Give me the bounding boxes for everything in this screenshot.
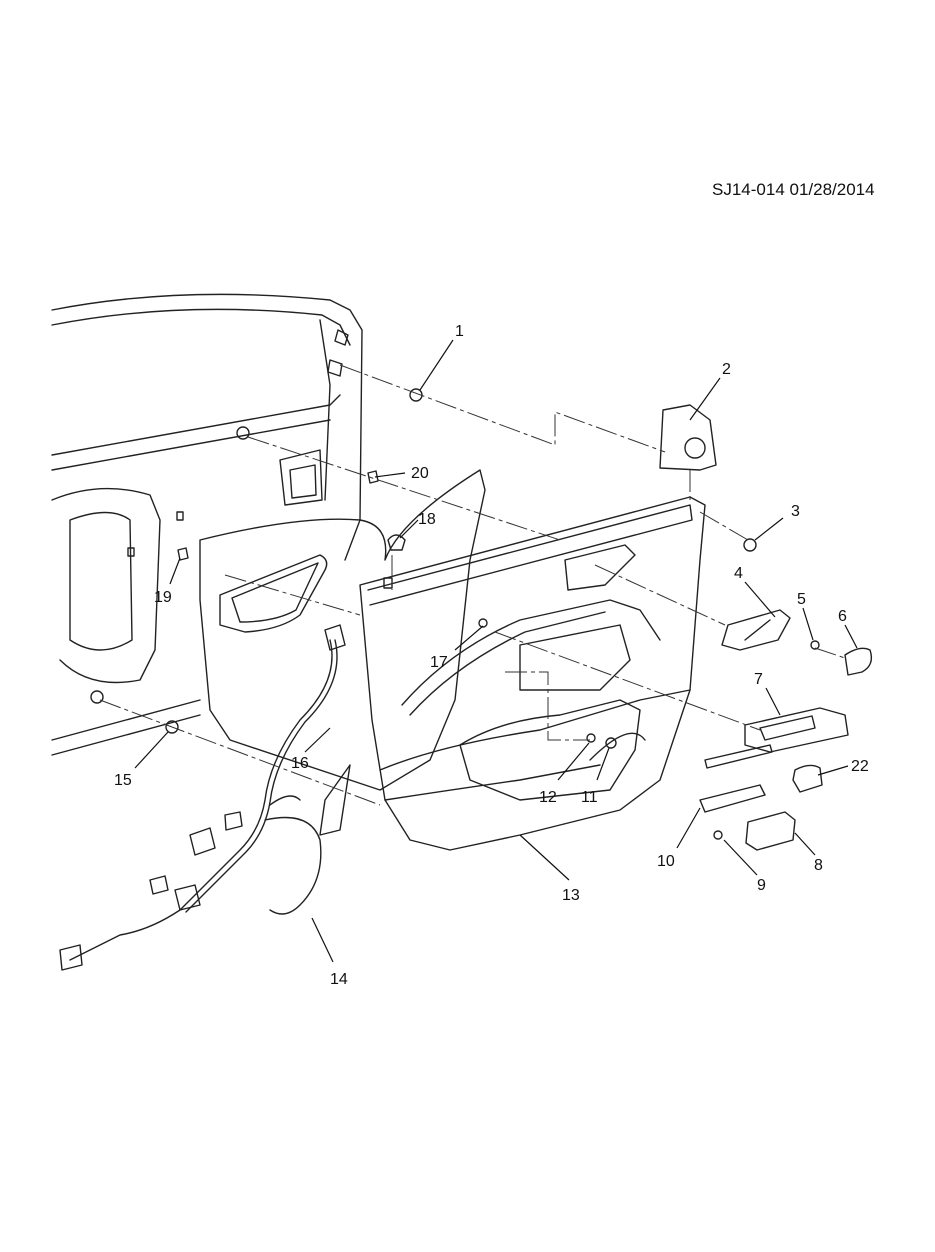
fastener-3-shape	[743, 538, 757, 552]
mirror-patch	[659, 404, 717, 471]
fastener-19-shape	[177, 547, 189, 561]
fastener-12-shape	[586, 733, 596, 743]
switch-bezel-opening	[759, 715, 816, 741]
callout-8: 8	[814, 857, 823, 874]
fastener-11-shape	[605, 737, 617, 749]
callout-18: 18	[418, 511, 436, 528]
callout-10: 10	[657, 853, 675, 870]
fastener-18-shape	[387, 534, 406, 551]
callout-16: 16	[291, 755, 309, 772]
fastener-15-shape	[165, 720, 179, 734]
callout-15: 15	[114, 772, 132, 789]
callout-13: 13	[562, 887, 580, 904]
inside-handle-lever	[744, 619, 771, 641]
callout-12: 12	[539, 789, 557, 806]
callout-7: 7	[754, 671, 763, 688]
callout-5: 5	[797, 591, 806, 608]
callout-9: 9	[757, 877, 766, 894]
window-switch	[745, 811, 796, 851]
fastener-20-shape	[367, 470, 379, 484]
alignment-lines	[99, 364, 846, 806]
switch-bracket-rail	[704, 744, 773, 769]
fastener-9-shape	[713, 830, 723, 840]
wiring-harness	[59, 624, 351, 971]
switch-bezel	[744, 707, 849, 753]
callout-labels: 1 2 3 4 5 6 7 8 9 10 11 12 13 14 15 16 1…	[114, 323, 869, 988]
door-frame-outline	[51, 293, 363, 756]
mirror-patch-speaker	[684, 437, 706, 459]
callout-4: 4	[734, 565, 743, 582]
drawing-id: SJ14-014 01/28/2014	[712, 180, 875, 199]
fastener-17-shape	[478, 618, 488, 628]
callout-20: 20	[411, 465, 429, 482]
water-deflector	[199, 469, 486, 791]
callout-3: 3	[791, 503, 800, 520]
inside-handle	[721, 609, 791, 651]
switch-bracket	[699, 784, 766, 813]
callout-11: 11	[581, 789, 598, 806]
fastener-5-shape	[810, 640, 820, 650]
callout-22: 22	[851, 758, 869, 775]
door-trim-panel	[359, 496, 706, 851]
lock-switch	[792, 764, 823, 793]
callout-2: 2	[722, 361, 731, 378]
handle-cap	[844, 647, 873, 676]
callout-17: 17	[430, 654, 448, 671]
callout-19: 19	[154, 589, 172, 606]
callout-1: 1	[455, 323, 464, 340]
leader-lines	[134, 339, 858, 963]
callout-6: 6	[838, 608, 847, 625]
callout-14: 14	[330, 971, 348, 988]
